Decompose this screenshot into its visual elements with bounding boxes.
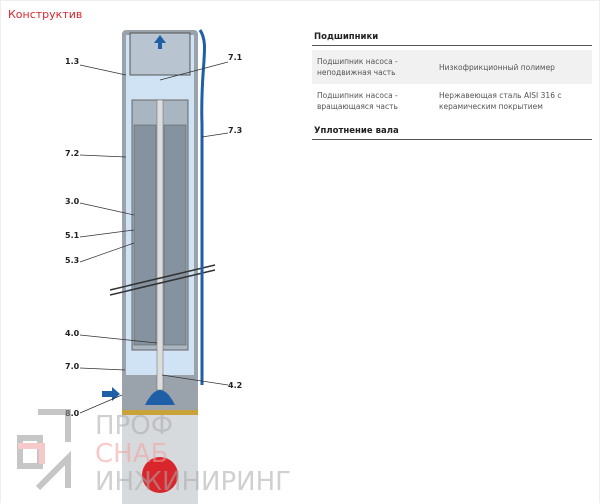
- callout-5-1: 5.1: [65, 231, 80, 240]
- spec-row: Подшипник насоса - неподвижная часть Низ…: [312, 50, 592, 84]
- spec-row: Подшипник насоса - вращающаяся часть Нер…: [312, 84, 592, 118]
- callout-5-3: 5.3: [65, 256, 80, 265]
- outflow-arrow-icon: [154, 35, 166, 49]
- svg-text:ИНЖИНИРИНГ: ИНЖИНИРИНГ: [95, 467, 291, 497]
- specs-panel: Подшипники Подшипник насоса - неподвижна…: [312, 32, 592, 140]
- callout-7-1: 7.1: [228, 53, 243, 62]
- svg-text:СНАБ: СНАБ: [95, 439, 168, 469]
- spec-value: Низкофрикционный полимер: [439, 62, 555, 72]
- watermark-logo: ПРОФ СНАБ ИНЖИНИРИНГ: [17, 409, 291, 497]
- callout-7-2: 7.2: [65, 149, 80, 158]
- callout-4-0: 4.0: [65, 329, 80, 338]
- spec-key: Подшипник насоса - неподвижная часть: [317, 57, 398, 77]
- callout-7-3: 7.3: [228, 126, 243, 135]
- callout-3-0: 3.0: [65, 197, 80, 206]
- callout-1-3: 1.3: [65, 57, 80, 66]
- shaft-seal-heading: Уплотнение вала: [312, 126, 592, 140]
- spec-value: Нержавеющая сталь AISI 316 с керамически…: [439, 91, 562, 111]
- bearings-heading: Подшипники: [312, 32, 592, 46]
- svg-text:ПРОФ: ПРОФ: [95, 411, 173, 441]
- callout-7-0: 7.0: [65, 362, 80, 371]
- inflow-arrow-icon: [102, 387, 120, 401]
- pump-cutaway-diagram: [79, 29, 229, 504]
- callout-4-2: 4.2: [228, 381, 243, 390]
- section-title: Конструктив: [8, 8, 83, 21]
- callout-8-0: 8.0: [65, 409, 80, 418]
- spec-key: Подшипник насоса - вращающаяся часть: [317, 91, 398, 111]
